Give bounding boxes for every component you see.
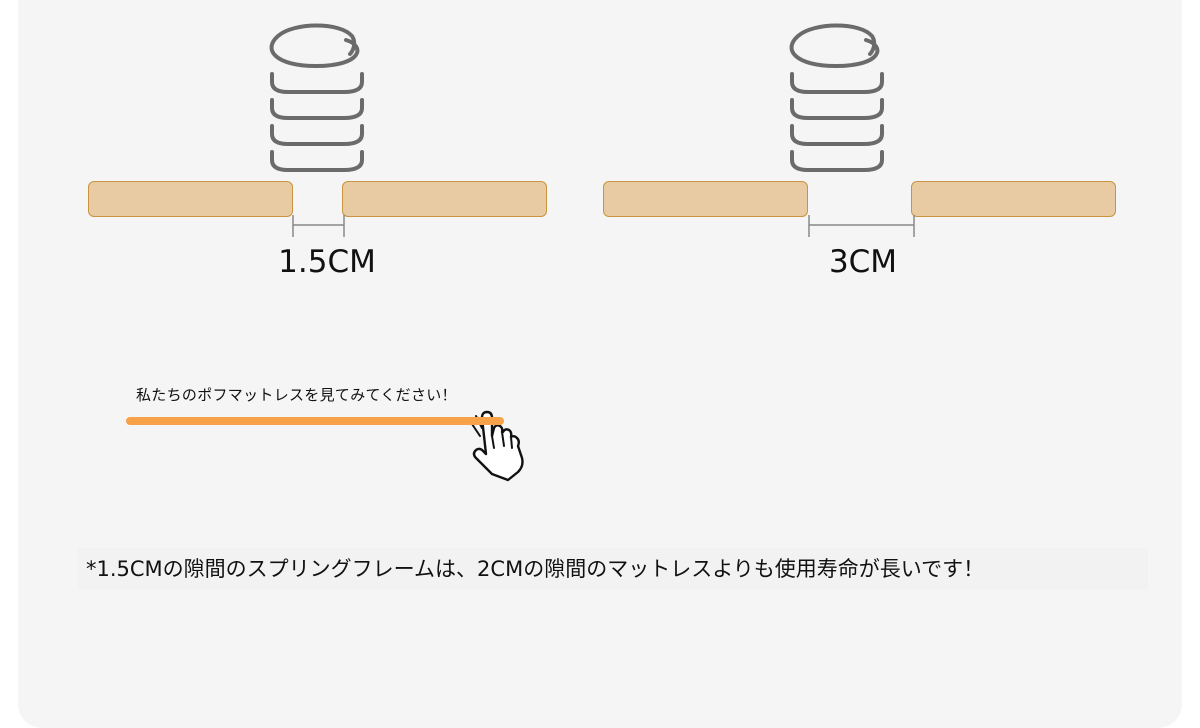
view-mattress-link-text[interactable]: 私たちのポフマットレスを見てみてください！: [136, 386, 457, 404]
right-diagram-left-bar: [603, 181, 808, 217]
coil-spring-icon: [269, 23, 364, 172]
left-gap-label: 1.5CM: [278, 244, 376, 280]
right-diagram-right-bar: [911, 181, 1116, 217]
left-diagram-right-bar: [342, 181, 547, 217]
left-gap-dimension-line: [292, 215, 345, 237]
left-diagram-left-bar: [88, 181, 293, 217]
footnote-text: *1.5CMの隙間のスプリングフレームは、2CMの隙間のマットレスよりも使用寿命…: [78, 548, 1148, 590]
cta-underline: [126, 417, 504, 425]
pointing-hand-cursor-icon: [471, 410, 524, 482]
right-gap-label: 3CM: [828, 244, 898, 280]
coil-spring-icon: [789, 23, 884, 172]
right-gap-dimension-line: [808, 215, 915, 237]
content-panel: [18, 0, 1182, 728]
